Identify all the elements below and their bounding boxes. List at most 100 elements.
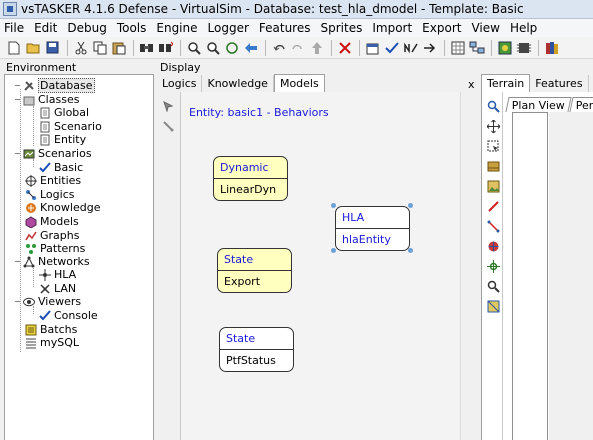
tree-item-global[interactable]: Global (39, 106, 89, 119)
zoom-icon[interactable] (486, 279, 500, 293)
selection-handle[interactable] (408, 248, 413, 253)
selection-handle[interactable] (331, 203, 336, 208)
simulation-icon[interactable] (496, 39, 513, 56)
grid-icon[interactable] (449, 39, 466, 56)
tree-item-logics[interactable]: Logics (25, 188, 74, 201)
tree-item-lan[interactable]: LAN (39, 282, 76, 295)
new-file-icon[interactable] (6, 39, 23, 56)
expand-icon[interactable]: − (14, 149, 21, 158)
expand-icon[interactable]: − (14, 81, 21, 90)
tree-item-networks[interactable]: − Networks (14, 255, 90, 268)
menu-import[interactable]: Import (372, 21, 413, 35)
tree-item-console[interactable]: Console (39, 309, 98, 322)
tab-more[interactable]: M (589, 75, 593, 92)
tree-item-patterns[interactable]: Patterns (25, 242, 85, 255)
close-display-button[interactable]: x (468, 78, 475, 91)
tree-item-hla[interactable]: HLA (39, 268, 76, 281)
menu-logger[interactable]: Logger (207, 21, 249, 35)
run-icon[interactable] (421, 39, 438, 56)
select-area-icon[interactable] (486, 139, 500, 153)
cut-icon[interactable] (72, 39, 89, 56)
menu-view[interactable]: View (471, 21, 500, 35)
tab-terrain[interactable]: Terrain (481, 74, 531, 92)
behavior-node-hla[interactable]: HLA hlaEntity (335, 206, 410, 251)
tab-logics[interactable]: Logics (157, 75, 203, 92)
display-label: Display (160, 61, 201, 74)
tab-perspective[interactable]: Perspe (569, 97, 593, 112)
expand-icon[interactable]: − (14, 257, 21, 266)
tree-item-scenario-class[interactable]: Scenario (39, 120, 102, 133)
layer-icon[interactable] (486, 159, 500, 173)
tree-item-models[interactable]: Models (25, 215, 79, 228)
selection-handle[interactable] (408, 203, 413, 208)
build-icon[interactable] (402, 39, 419, 56)
chip-icon[interactable] (515, 39, 532, 56)
expand-icon[interactable]: − (14, 297, 21, 306)
network-icon[interactable] (468, 39, 485, 56)
draw-line-icon[interactable] (486, 199, 500, 213)
search-icon[interactable] (486, 99, 500, 113)
tab-models[interactable]: Models (273, 74, 325, 92)
menu-help[interactable]: Help (509, 21, 538, 35)
crosshair-icon[interactable] (486, 259, 500, 273)
behavior-node-state-export[interactable]: State Export (217, 248, 292, 293)
back-arrow-icon[interactable] (242, 39, 259, 56)
behavior-node-state-ptfstatus[interactable]: State PtfStatus (219, 327, 294, 372)
polyline-icon[interactable] (486, 219, 500, 233)
binoculars-icon[interactable] (138, 39, 155, 56)
check-icon[interactable] (383, 39, 400, 56)
menu-debug[interactable]: Debug (67, 21, 107, 35)
refresh-icon[interactable] (223, 39, 240, 56)
check-icon (39, 310, 51, 322)
tree-item-database[interactable]: − Database (14, 78, 95, 93)
tree-item-mysql[interactable]: mySQL (25, 336, 79, 349)
zoom-out-icon[interactable] (204, 39, 221, 56)
tree-item-classes[interactable]: − Classes (14, 93, 79, 106)
sphere-icon[interactable] (486, 239, 500, 253)
tree-item-viewers[interactable]: − Viewers (14, 295, 81, 308)
image-icon[interactable] (486, 179, 500, 193)
terrain-plan-view[interactable] (512, 112, 548, 440)
environment-label: Environment (6, 61, 77, 74)
up-arrow-icon[interactable] (308, 39, 325, 56)
menu-tools[interactable]: Tools (116, 21, 147, 35)
menu-engine[interactable]: Engine (156, 21, 198, 35)
delete-icon[interactable] (336, 39, 353, 56)
tab-knowledge[interactable]: Knowledge (202, 75, 274, 92)
menu-export[interactable]: Export (422, 21, 462, 35)
open-folder-icon[interactable] (25, 39, 42, 56)
tab-plan-view[interactable]: Plan View (505, 97, 572, 112)
menu-sprites[interactable]: Sprites (320, 21, 363, 35)
tree-label: Console (54, 309, 98, 322)
save-icon[interactable] (44, 39, 61, 56)
vertical-scrollbar[interactable] (460, 92, 477, 440)
move-icon[interactable] (486, 119, 500, 133)
tree-item-graphs[interactable]: Graphs (25, 229, 79, 242)
zoom-in-icon[interactable] (185, 39, 202, 56)
find-next-icon[interactable] (157, 39, 174, 56)
selection-handle[interactable] (331, 248, 336, 253)
undo-icon[interactable] (270, 39, 287, 56)
link-tool-icon[interactable] (162, 120, 174, 135)
tree-item-entity-class[interactable]: Entity (39, 133, 86, 146)
redo-icon[interactable] (289, 39, 306, 56)
properties-icon[interactable] (364, 39, 381, 56)
tree-item-entities[interactable]: Entities (25, 174, 81, 187)
tree-item-batchs[interactable]: Batchs (25, 323, 77, 336)
tree-label: Viewers (38, 295, 82, 308)
tree-item-knowledge[interactable]: Knowledge (25, 201, 100, 214)
menu-features[interactable]: Features (258, 21, 311, 35)
map-icon[interactable] (486, 299, 500, 313)
paste-icon[interactable] (110, 39, 127, 56)
window-title: vsTASKER 4.1.6 Defense - VirtualSim - Da… (21, 2, 524, 16)
books-icon[interactable] (543, 39, 560, 56)
tree-item-scenarios[interactable]: − Scenarios (14, 147, 92, 160)
copy-icon[interactable] (91, 39, 108, 56)
behavior-node-dynamic[interactable]: Dynamic LinearDyn (213, 156, 288, 201)
menu-edit[interactable]: Edit (34, 21, 58, 35)
tree-item-basic[interactable]: Basic (39, 161, 83, 174)
menu-file[interactable]: File (4, 21, 25, 35)
tab-features[interactable]: Features (530, 75, 589, 92)
expand-icon[interactable]: − (14, 95, 21, 104)
pointer-icon[interactable] (162, 100, 174, 115)
